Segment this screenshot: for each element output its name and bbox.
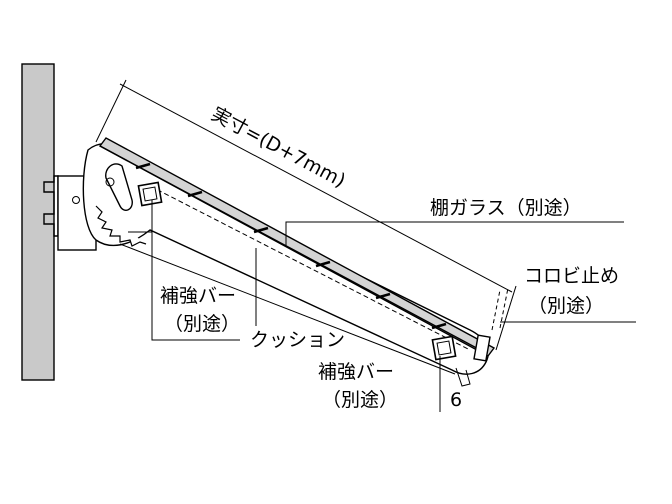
reinforce-bottom-label-line1: 補強バー — [318, 361, 394, 383]
shelf-glass-bottom — [99, 145, 485, 353]
number-6-label: 6 — [450, 389, 462, 411]
glass-hatching — [135, 162, 447, 330]
wall — [21, 63, 55, 381]
leader-lines — [151, 200, 636, 412]
plate-screw — [72, 196, 80, 204]
reinforce-bar-right — [431, 335, 457, 361]
dimension-label: 実寸=(D+7mm) — [208, 103, 349, 192]
cushion-label: クッション — [250, 329, 345, 351]
stopper-label-line1: コロビ止め — [524, 265, 619, 287]
reinforce-bar-left — [137, 181, 163, 207]
dimension-line — [95, 79, 517, 351]
adjustment-slot — [105, 163, 133, 211]
stopper-label-line2: （別途） — [528, 295, 604, 317]
cushion-line — [149, 185, 471, 351]
shelf-glass — [98, 137, 496, 357]
shelf-glass-label: 棚ガラス（別途） — [430, 197, 582, 219]
ratchet-teeth — [95, 205, 147, 247]
bracket-lower-edge — [119, 243, 456, 375]
reinforce-left-label-line2: （別途） — [164, 313, 240, 335]
reinforce-bottom-label-line2: （別途） — [322, 389, 398, 411]
adjustment-pin — [105, 177, 115, 187]
anti-roll-stopper — [473, 287, 509, 362]
reinforce-left-label-line1: 補強バー — [160, 285, 236, 307]
tip-foot — [455, 367, 471, 387]
